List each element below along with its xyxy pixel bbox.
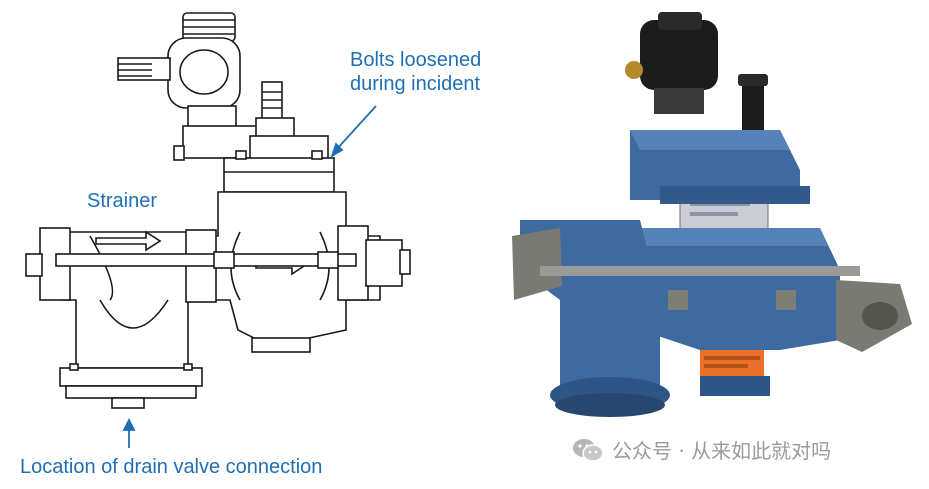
valve-photo [512, 12, 912, 417]
bottom-cover-drawing [59, 367, 203, 387]
bolts-arrow [335, 105, 377, 151]
valve-line-drawing [25, 12, 411, 409]
strainer-label: Strainer [87, 190, 158, 212]
solenoid-coil-photo [640, 20, 718, 90]
annotation-arrows [122, 105, 377, 448]
top-cover-drawing [223, 157, 335, 193]
watermark-text: 公众号 · 从来如此就对吗 [612, 439, 832, 463]
bolts-loosened-label: Bolts loosened during incident [350, 48, 481, 96]
bolts-label-line1: Bolts loosened [350, 49, 482, 71]
watermark: 公众号 · 从来如此就对吗 [572, 435, 831, 464]
wechat-icon [573, 438, 604, 462]
drain-valve-label: Location of drain valve connection [20, 456, 323, 478]
bolts-label-line2: during incident [350, 73, 481, 95]
strainer-drawing [61, 231, 205, 369]
